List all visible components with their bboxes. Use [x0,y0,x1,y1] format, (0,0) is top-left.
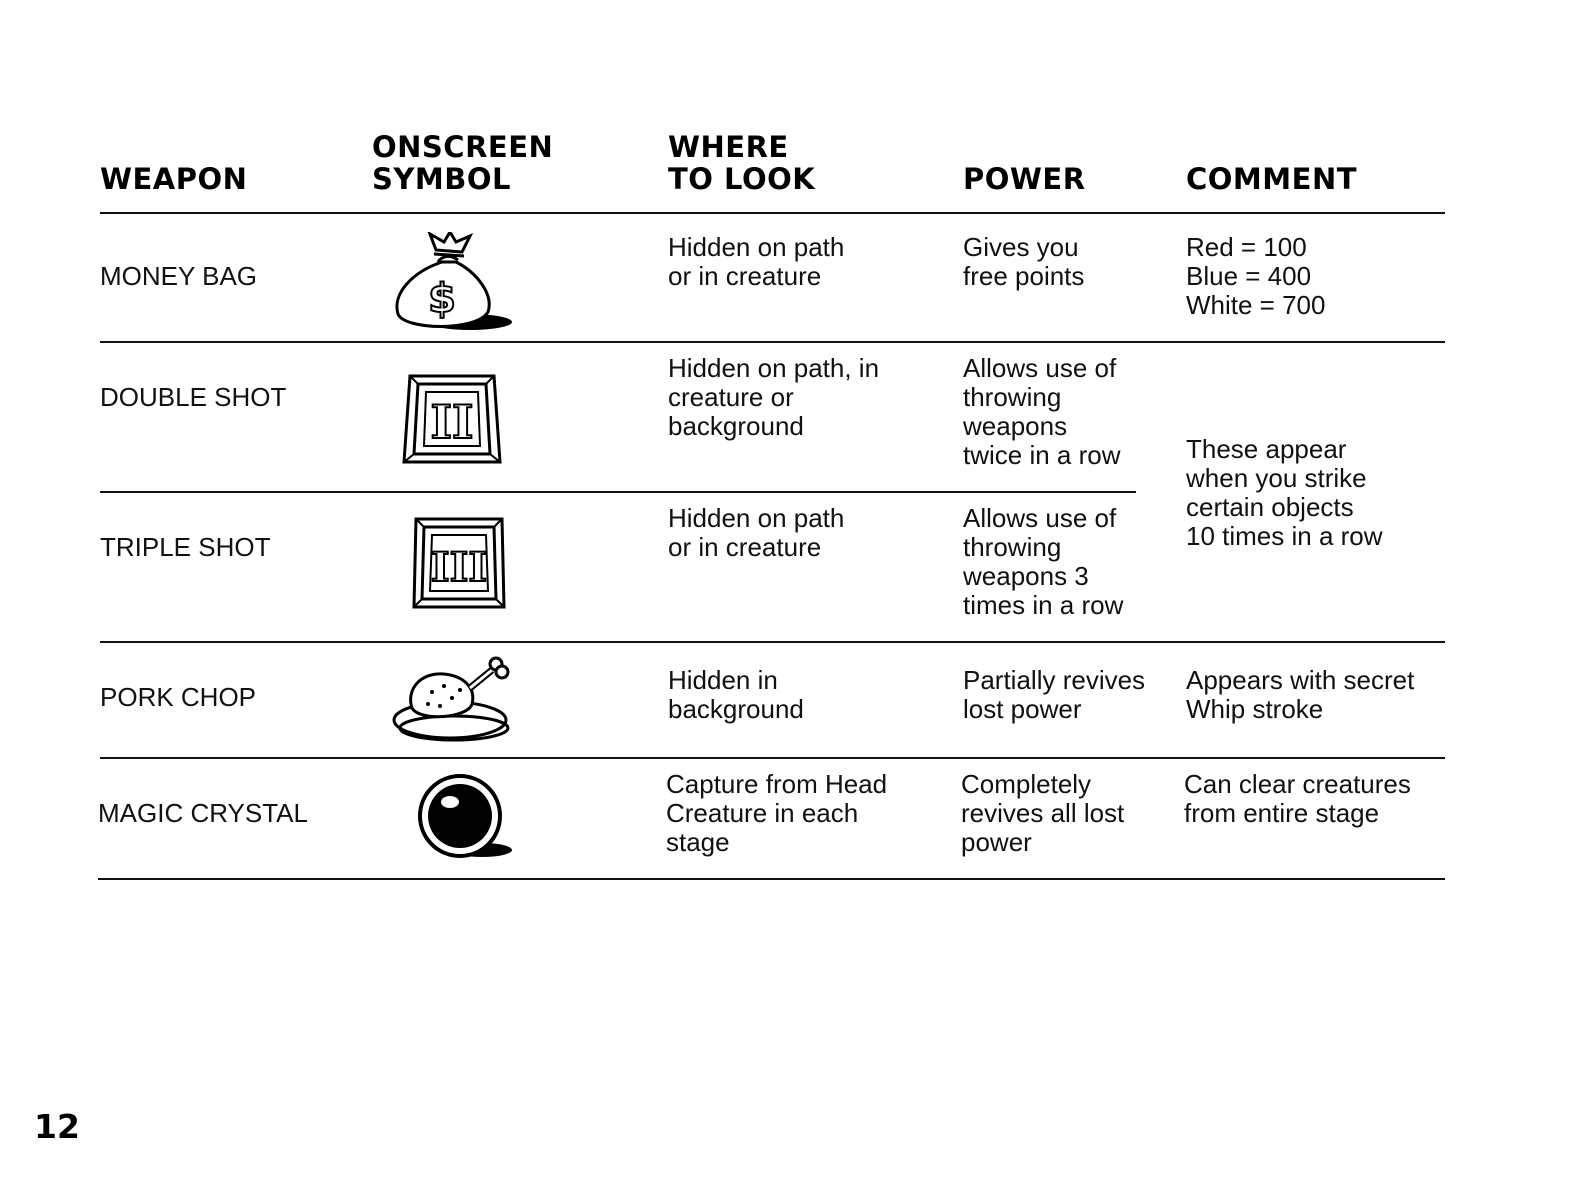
svg-text:II: II [430,395,473,449]
comment-text: Red = 100 Blue = 400 White = 700 [1186,232,1326,320]
shared-comment-text: These appear when you strike certain obj… [1186,434,1383,551]
header-symbol-line2: SYMBOL [372,162,511,196]
header-rule [100,212,1445,214]
power-text: Partially revives lost power [963,665,1146,724]
svg-text:$: $ [428,276,456,322]
row-divider-partial [100,491,1136,493]
header-symbol-line1: ONSCREEN [372,130,554,164]
double-shot-icon: II [400,372,504,466]
power-text: Allows use of throwing weapons twice in … [963,353,1121,470]
row-divider [100,641,1445,643]
table-bottom-rule [98,878,1445,880]
weapon-name: MONEY BAG [100,261,258,291]
magic-crystal-icon [416,774,516,862]
header-comment: COMMENT [1186,162,1358,196]
header-power: POWER [963,162,1086,196]
comment-text: Appears with secret Whip stroke [1186,665,1415,724]
svg-text:III: III [431,544,487,591]
where-to-look: Capture from Head Creature in each stage [666,769,888,857]
header-where-line2: TO LOOK [668,162,816,196]
where-to-look: Hidden on path or in creature [668,503,845,562]
where-to-look: Hidden in background [668,665,804,724]
weapon-name: TRIPLE SHOT [100,532,271,562]
power-text: Completely revives all lost power [961,769,1125,857]
where-to-look: Hidden on path or in creature [668,232,845,291]
row-divider [100,757,1445,759]
header-where-line1: WHERE [668,130,789,164]
page-number: 12 [34,1107,80,1146]
power-text: Allows use of throwing weapons 3 times i… [963,503,1124,620]
row-divider [100,341,1445,343]
weapon-name: DOUBLE SHOT [100,382,287,412]
money-bag-icon: $ [390,229,516,332]
power-text: Gives you free points [963,232,1085,291]
comment-text: Can clear creatures from entire stage [1184,769,1411,828]
weapon-name: PORK CHOP [100,682,257,712]
header-weapon: WEAPON [100,162,248,196]
where-to-look: Hidden on path, in creature or backgroun… [668,353,880,441]
triple-shot-icon: III [410,515,508,611]
pork-chop-icon [392,652,512,744]
weapon-name: MAGIC CRYSTAL [98,798,308,828]
